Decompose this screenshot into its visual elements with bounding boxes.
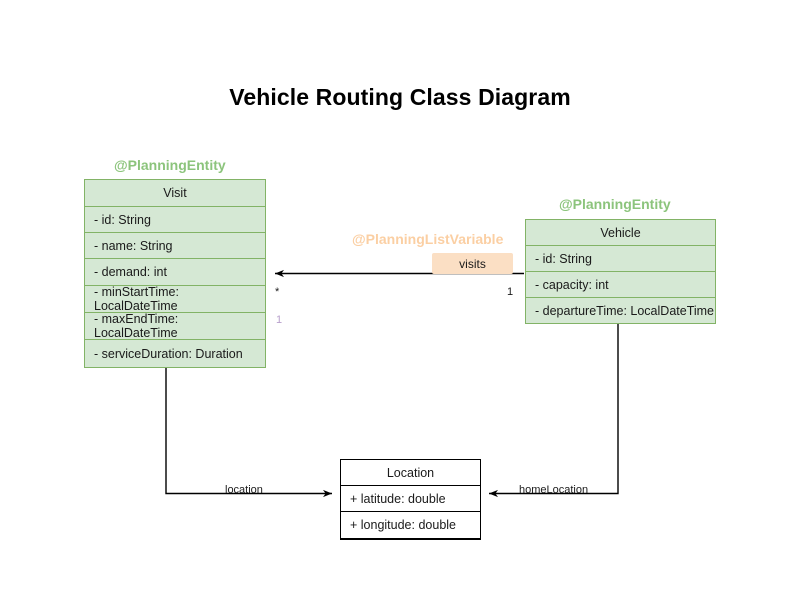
class-name-visit: Visit (85, 180, 265, 207)
class-attribute: - demand: int (85, 259, 265, 286)
class-name-vehicle: Vehicle (526, 220, 715, 246)
multiplicity-visit-secondary: 1 (276, 314, 283, 326)
stereotype-vehicle: @PlanningEntity (559, 196, 671, 212)
multiplicity-vehicle-side: 1 (507, 286, 514, 298)
class-attribute: - minStartTime: LocalDateTime (85, 285, 265, 313)
multiplicity-visit-side: * (275, 286, 280, 298)
page-title: Vehicle Routing Class Diagram (229, 84, 571, 110)
class-attribute: + latitude: double (341, 486, 480, 512)
class-attribute: - serviceDuration: Duration (94, 346, 243, 361)
association-label-visits[interactable]: visits (432, 253, 513, 274)
edge-visit-location (165, 363, 332, 498)
edge-vehicle-home-location (489, 322, 619, 498)
class-box-visit[interactable]: Visit - id: String - name: String - dema… (84, 179, 266, 368)
class-attribute: - name: String (85, 233, 265, 259)
association-label-location: location (225, 484, 263, 496)
class-box-vehicle[interactable]: Vehicle - id: String - capacity: int - d… (525, 219, 716, 324)
class-attribute: - id: String (526, 246, 715, 272)
class-name-location: Location (341, 460, 480, 486)
class-attribute: - id: String (85, 207, 265, 233)
class-box-location[interactable]: Location + latitude: double + longitude:… (340, 459, 481, 540)
stereotype-planning-list-variable: @PlanningListVariable (352, 231, 504, 247)
class-attribute: - departureTime: LocalDateTime (535, 303, 715, 318)
class-attribute: - capacity: int (526, 272, 715, 298)
class-attribute: + longitude: double (341, 512, 480, 539)
stereotype-visit: @PlanningEntity (114, 157, 226, 173)
association-label-home-location: homeLocation (519, 484, 589, 496)
class-attribute: - maxEndTime: LocalDateTime (85, 312, 265, 340)
